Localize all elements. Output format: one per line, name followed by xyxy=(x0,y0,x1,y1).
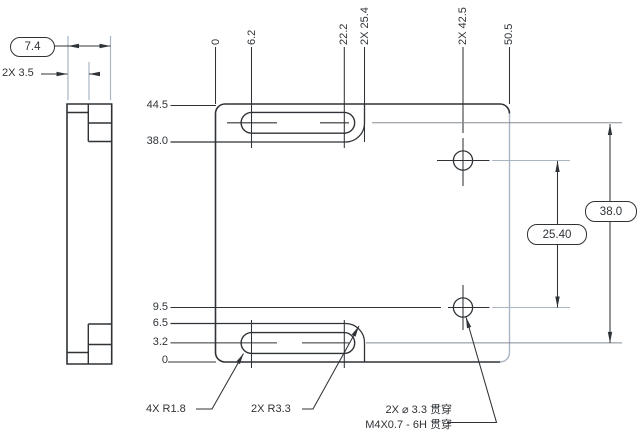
step-dim-label: 2X 3.5 xyxy=(2,67,34,79)
ordinate-lines xyxy=(214,47,511,368)
arrow xyxy=(68,43,79,49)
hole-note-line1: 2X ⌀ 3.3 贯穿 xyxy=(385,404,452,416)
ordinate-label-3-2: 3.2 xyxy=(152,336,168,348)
slot-span-dim-bubble: 38.0 xyxy=(585,201,637,222)
ordinate-label-50-5: 50.5 xyxy=(503,23,515,45)
hole-note-leader xyxy=(447,316,498,424)
bottom-recess-edge xyxy=(170,322,366,362)
hole-span-dim-bubble: 25.40 xyxy=(527,224,587,245)
ordinate-label-44-5: 44.5 xyxy=(146,99,168,111)
thickness-dim-bubble: 7.4 xyxy=(10,37,55,57)
slot-radius-leader xyxy=(196,353,244,410)
side-view-dimensions xyxy=(41,36,112,100)
ordinate-label-6-2: 6.2 xyxy=(245,29,258,45)
hole-note-line2: M4X0.7 - 6H 贯穿 xyxy=(365,419,452,431)
ordinate-label-6-5: 6.5 xyxy=(152,317,168,329)
ordinate-label-38-0: 38.0 xyxy=(146,135,168,147)
ordinate-label-2x25-4: 2X 25.4 xyxy=(358,7,371,45)
ordinate-label-22-2: 22.2 xyxy=(338,23,351,45)
callout-arrows xyxy=(236,317,472,365)
recess-radius-callout: 2X R3.3 xyxy=(251,403,291,415)
ordinate-label-2x42-5: 2X 42.5 xyxy=(457,7,469,45)
ordinate-label-0: 0 xyxy=(209,38,222,45)
label-leader-lines xyxy=(168,104,490,363)
side-view xyxy=(66,103,113,365)
bottom-slot-center-ticks xyxy=(250,320,345,368)
side-view-step-lines xyxy=(67,104,112,364)
plate-right-edge xyxy=(499,113,511,363)
ordinate-label-0-bottom: 0 xyxy=(161,354,168,366)
front-view xyxy=(170,103,511,363)
plate-outline xyxy=(214,103,511,363)
slot-radius-callout: 4X R1.8 xyxy=(146,403,186,415)
ordinate-label-9-5: 9.5 xyxy=(152,301,168,313)
arrow xyxy=(99,43,111,49)
arrow xyxy=(56,71,68,77)
callout-leaders xyxy=(196,316,498,424)
side-view-outline xyxy=(66,103,113,365)
right-dimension-arrows xyxy=(555,124,613,343)
recess-radius-leader xyxy=(302,325,360,410)
side-view-extension-lines xyxy=(67,36,112,100)
arrow xyxy=(89,71,100,77)
hole-thread-callout: 2X ⌀ 3.3 贯穿 M4X0.7 - 6H 贯穿 xyxy=(365,403,452,433)
